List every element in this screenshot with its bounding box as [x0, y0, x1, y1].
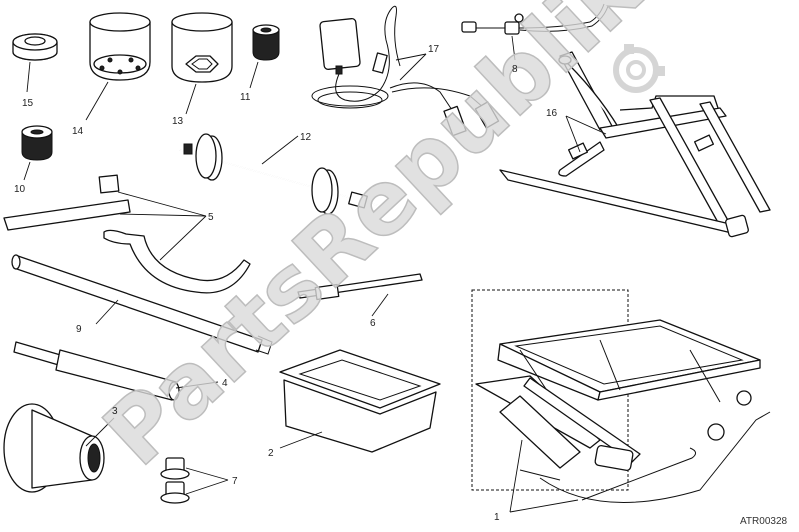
part-3-adapter [3, 403, 115, 493]
part-label-2: 2 [268, 448, 274, 459]
part-13-hex-socket [171, 12, 233, 115]
gear-logo-watermark [613, 44, 665, 93]
part-label-9: 9 [76, 324, 82, 335]
part-label-13: 13 [172, 116, 184, 127]
part-10-bushing [21, 125, 53, 181]
part-label-5: 5 [208, 212, 214, 223]
part-6-rod [297, 273, 423, 317]
part-9-tube [11, 254, 273, 355]
part-label-12: 12 [300, 132, 312, 143]
part-label-3: 3 [112, 406, 118, 417]
part-label-11: 11 [240, 92, 251, 103]
part-15-bushing [12, 33, 58, 93]
part-label-8: 8 [512, 64, 518, 75]
part-11-bushing [249, 24, 280, 89]
reference-code: ATR00328 [740, 516, 788, 527]
part-4-pin-tool [13, 341, 219, 401]
part-label-15: 15 [22, 98, 34, 109]
part-label-17: 17 [428, 44, 440, 55]
part-8-cable [461, 3, 609, 61]
part-label-4: 4 [222, 378, 228, 389]
part-5-spanner-set [3, 174, 251, 294]
part-17-battery-charger [311, 5, 500, 137]
part-label-6: 6 [370, 318, 376, 329]
part-label-1: 1 [494, 512, 500, 523]
part-16-rear-stand [499, 51, 771, 238]
part-label-10: 10 [14, 184, 26, 195]
part-14-socket [85, 12, 151, 121]
part-1-lift-jack [471, 289, 771, 513]
part-label-7: 7 [232, 476, 238, 487]
part-7-fittings [160, 457, 229, 504]
part-12-shaft [179, 133, 381, 215]
part-label-14: 14 [72, 126, 84, 137]
part-label-16: 16 [546, 108, 558, 119]
part-2-tray [279, 349, 441, 453]
